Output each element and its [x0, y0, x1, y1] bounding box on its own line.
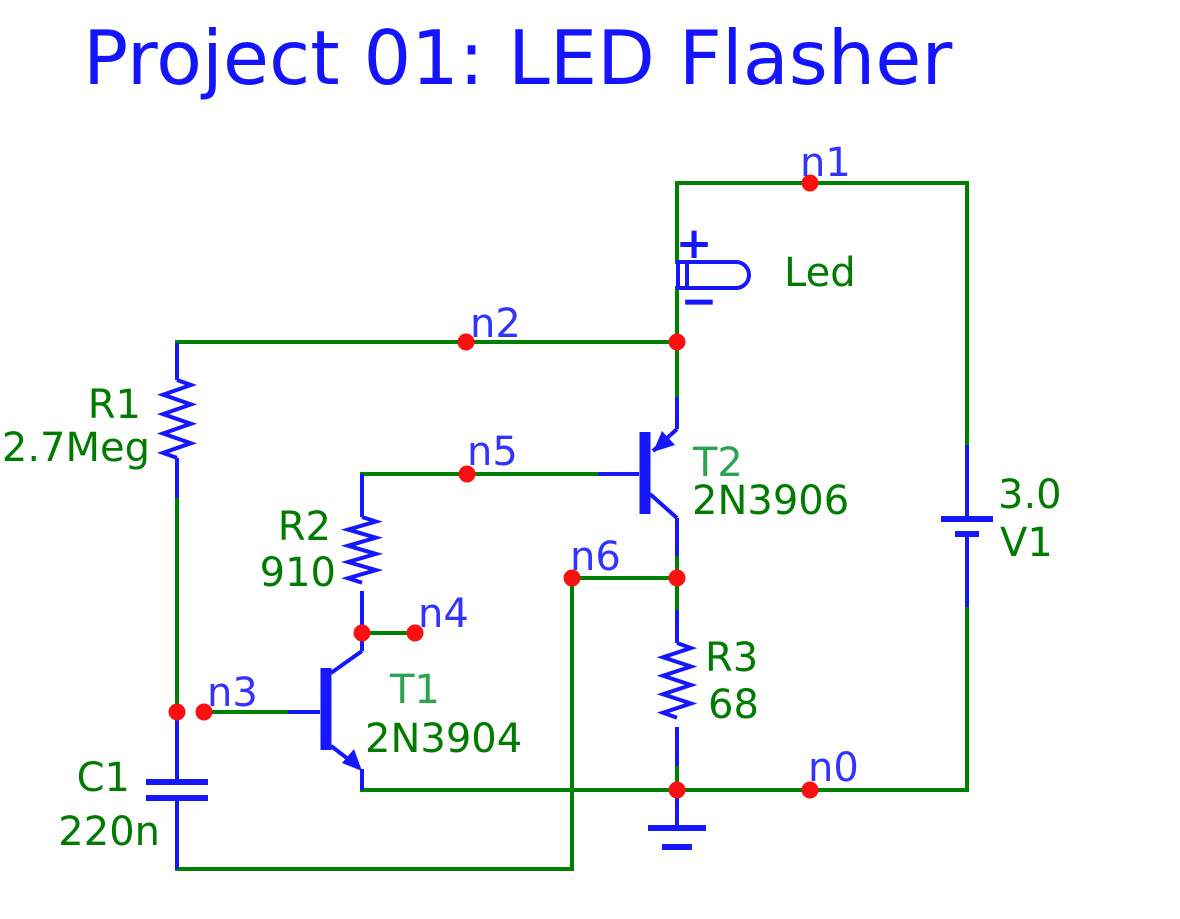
- page-title: Project 01: LED Flasher: [83, 14, 952, 102]
- r2-value-label[interactable]: 910: [260, 550, 336, 596]
- r3-ref-label[interactable]: R3: [705, 635, 758, 681]
- v1-ref-label[interactable]: V1: [1000, 520, 1053, 566]
- junction-dot-ground: [668, 781, 686, 799]
- net-label-n4[interactable]: n4: [418, 591, 469, 637]
- net-dot-n0: [801, 781, 819, 799]
- r1-ref-label[interactable]: R1: [88, 382, 141, 428]
- c1-ref-label[interactable]: C1: [77, 755, 130, 801]
- t1-ref-label[interactable]: T1: [389, 667, 440, 713]
- net-label-n6[interactable]: n6: [570, 534, 621, 580]
- battery-v1[interactable]: [941, 445, 993, 607]
- led[interactable]: + −: [676, 218, 751, 327]
- t1-emitter-arrow-icon: [342, 749, 362, 771]
- net-dot-n6: [563, 569, 581, 587]
- t2-emitter-arrow-icon: [653, 431, 675, 452]
- junction-dot-led-n2: [668, 333, 686, 351]
- led-minus-icon: −: [681, 276, 718, 327]
- t1-base-bar[interactable]: [320, 668, 332, 750]
- t2-base-bar[interactable]: [639, 432, 651, 514]
- net-dot-n2: [457, 333, 475, 351]
- r1-value-label[interactable]: 2.7Meg: [2, 425, 150, 471]
- t1-value-label[interactable]: 2N3904: [365, 716, 522, 762]
- t2-value-label[interactable]: 2N3906: [692, 478, 849, 524]
- r3-value-label[interactable]: 68: [708, 682, 759, 728]
- t2-ref-label[interactable]: T2: [692, 440, 743, 486]
- junction-dot-n6: [668, 569, 686, 587]
- junction-dot-n3: [168, 703, 186, 721]
- r2-zigzag[interactable]: [340, 515, 384, 585]
- t2-collector-diagonal[interactable]: [648, 492, 679, 520]
- net-dot-n4: [406, 624, 424, 642]
- capacitor-c1[interactable]: [146, 714, 208, 869]
- net-label-n0[interactable]: n0: [808, 745, 859, 791]
- r1-zigzag[interactable]: [156, 378, 198, 460]
- net-dot-n5: [458, 465, 476, 483]
- net-label-n2[interactable]: n2: [470, 301, 521, 347]
- net-label-n1[interactable]: n1: [800, 140, 851, 186]
- transistor-t1[interactable]: [288, 633, 364, 790]
- junction-dots: [168, 174, 819, 799]
- led-body[interactable]: [676, 260, 751, 290]
- resistor-r3[interactable]: [656, 610, 698, 766]
- junction-dot-n4: [353, 624, 371, 642]
- c1-value-label[interactable]: 220n: [58, 809, 160, 855]
- r2-ref-label[interactable]: R2: [278, 504, 331, 550]
- resistor-r1[interactable]: [156, 343, 198, 498]
- net-dot-n3: [195, 703, 213, 721]
- v1-value-label[interactable]: 3.0: [998, 472, 1062, 518]
- net-label-n3[interactable]: n3: [207, 670, 258, 716]
- net-label-n5[interactable]: n5: [467, 429, 518, 475]
- net-dot-n1: [801, 174, 819, 192]
- t1-collector-diagonal[interactable]: [329, 649, 364, 675]
- transistor-t2[interactable]: [598, 397, 679, 556]
- led-plus-icon: +: [676, 218, 713, 269]
- led-ref-label[interactable]: Led: [784, 250, 856, 296]
- r3-zigzag[interactable]: [656, 641, 698, 720]
- wires: [175, 181, 969, 871]
